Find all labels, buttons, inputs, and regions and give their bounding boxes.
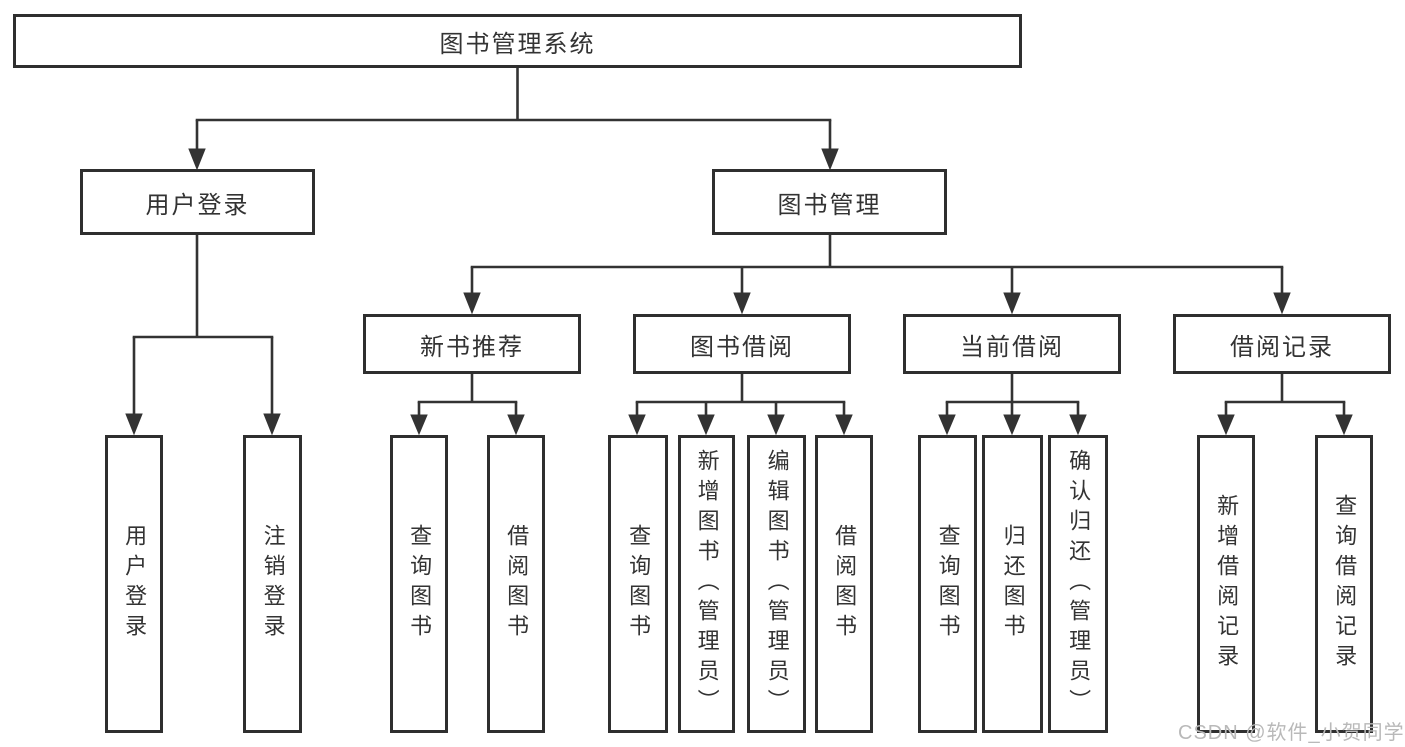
node-label: 用户登录: [122, 524, 148, 644]
node-label: 图书借阅: [690, 333, 794, 361]
connector-user-login-to-leaves: [125, 235, 281, 436]
node-current-borrow: 当前借阅: [903, 314, 1121, 374]
node-leaf-borrow-books-recommend: 借阅图书: [487, 435, 545, 733]
node-label: 注销登录: [260, 524, 286, 644]
node-leaf-edit-book-admin: 编辑图书（管理员）: [747, 435, 806, 733]
node-leaf-query-books-borrow: 查询图书: [608, 435, 668, 733]
connector-book-management-to-level3: [463, 235, 1291, 315]
node-label: 新增图书（管理员）: [694, 449, 720, 719]
connector-current-borrow-to-leaves: [938, 374, 1087, 436]
node-leaf-borrow-books: 借阅图书: [815, 435, 873, 733]
connector-new-book-rec-to-leaves: [410, 374, 525, 436]
connector-book-borrow-to-leaves: [628, 374, 853, 436]
node-borrow-records: 借阅记录: [1173, 314, 1391, 374]
node-label: 当前借阅: [960, 333, 1064, 361]
connector-root-to-level2: [188, 68, 839, 171]
node-label: 新增借阅记录: [1214, 494, 1240, 674]
node-book-management: 图书管理: [712, 169, 947, 235]
node-label: 用户登录: [145, 191, 250, 219]
node-label: 归还图书: [1000, 524, 1026, 644]
connector-borrow-records-to-leaves: [1217, 374, 1353, 436]
node-label: 查询图书: [626, 524, 652, 644]
node-leaf-add-book-admin: 新增图书（管理员）: [678, 435, 735, 733]
node-leaf-return-book: 归还图书: [982, 435, 1043, 733]
node-label: 查询借阅记录: [1332, 494, 1358, 674]
node-user-login: 用户登录: [80, 169, 315, 235]
node-label: 查询图书: [935, 524, 961, 644]
node-book-borrow: 图书借阅: [633, 314, 851, 374]
node-label: 借阅图书: [504, 524, 530, 644]
node-label: 查询图书: [407, 524, 433, 644]
node-label: 借阅记录: [1230, 333, 1334, 361]
node-label: 图书管理系统: [439, 30, 596, 58]
node-root-system: 图书管理系统: [13, 14, 1022, 68]
node-leaf-logout: 注销登录: [243, 435, 302, 733]
node-leaf-confirm-return-admin: 确认归还（管理员）: [1048, 435, 1108, 733]
node-leaf-add-borrow-record: 新增借阅记录: [1197, 435, 1255, 733]
node-label: 新书推荐: [420, 333, 524, 361]
node-label: 确认归还（管理员）: [1066, 449, 1092, 719]
node-leaf-user-login: 用户登录: [105, 435, 163, 733]
node-leaf-query-books-recommend: 查询图书: [390, 435, 448, 733]
node-new-book-recommend: 新书推荐: [363, 314, 581, 374]
node-leaf-query-books-current: 查询图书: [918, 435, 977, 733]
watermark: CSDN @软件_小贺同学: [1178, 722, 1405, 744]
node-label: 图书管理: [777, 191, 882, 219]
node-leaf-query-borrow-record: 查询借阅记录: [1315, 435, 1373, 733]
node-label: 编辑图书（管理员）: [764, 449, 790, 719]
node-label: 借阅图书: [832, 524, 858, 644]
